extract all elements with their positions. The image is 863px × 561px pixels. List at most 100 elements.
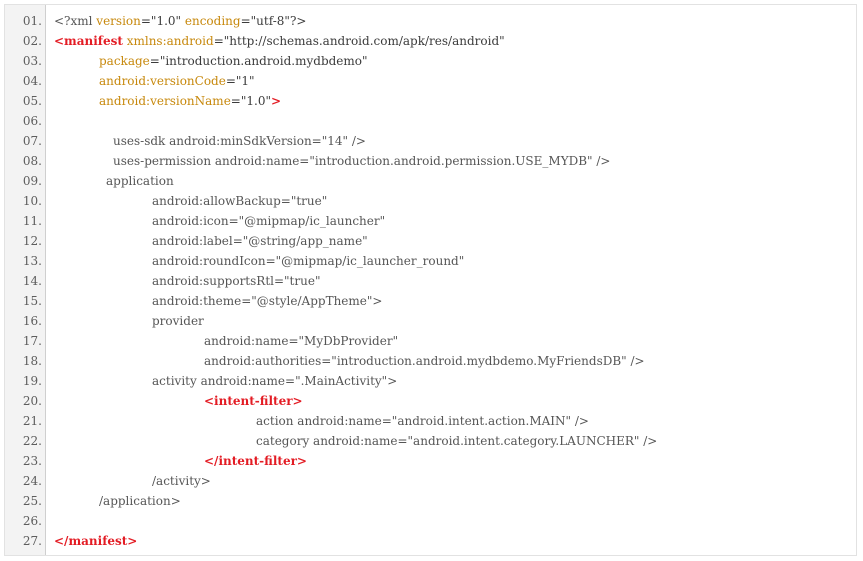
- code-line: 04. android:versionCode="1": [5, 71, 856, 91]
- code-token: uses-permission android:name="introducti…: [113, 154, 611, 168]
- line-number: 14.: [22, 274, 42, 288]
- xml-attribute-token: encoding: [184, 14, 241, 28]
- line-number: 06.: [22, 114, 42, 128]
- code-line: 08. uses-permission android:name="introdu…: [5, 151, 856, 171]
- line-number: 16.: [22, 314, 42, 328]
- line-number: 08.: [22, 154, 42, 168]
- xml-attribute-token: xmlns:android: [122, 34, 214, 48]
- code-line: 11. android:icon="@mipmap/ic_launcher": [5, 211, 856, 231]
- line-number: 05.: [22, 94, 42, 108]
- code-token: android:theme="@style/AppTheme">: [152, 294, 383, 308]
- code-text: </intent-filter>: [204, 451, 307, 471]
- code-line: 10. android:allowBackup="true": [5, 191, 856, 211]
- line-number: 11.: [22, 214, 42, 228]
- line-number: 12.: [22, 234, 42, 248]
- code-text: uses-permission android:name="introducti…: [113, 151, 610, 171]
- code-line: 18. android:authorities="introduction.and…: [5, 351, 856, 371]
- code-token: ="1": [225, 74, 255, 88]
- code-line: 19.activity android:name=".MainActivity"…: [5, 371, 856, 391]
- code-token: activity android:name=".MainActivity">: [152, 374, 398, 388]
- code-line: 06.: [5, 111, 856, 131]
- code-line: 12. android:label="@string/app_name": [5, 231, 856, 251]
- line-number: 03.: [22, 54, 42, 68]
- line-number: 07.: [22, 134, 42, 148]
- code-token: android:name="MyDbProvider": [204, 334, 399, 348]
- line-number-gutter: [5, 5, 46, 555]
- code-line: 13. android:roundIcon="@mipmap/ic_launche…: [5, 251, 856, 271]
- line-number: 10.: [22, 194, 42, 208]
- code-text: category android:name="android.intent.ca…: [256, 431, 657, 451]
- line-number: 17.: [22, 334, 42, 348]
- code-text: /activity>: [152, 471, 211, 491]
- code-line: 03. package="introduction.android.mydbdem…: [5, 51, 856, 71]
- code-line: 17. android:name="MyDbProvider": [5, 331, 856, 351]
- code-text: android:allowBackup="true": [152, 191, 327, 211]
- xml-tag-token: <manifest: [54, 34, 123, 48]
- code-text: android:icon="@mipmap/ic_launcher": [152, 211, 385, 231]
- code-token: <?xml: [54, 14, 97, 28]
- code-text: android:versionCode="1": [99, 71, 255, 91]
- xml-tag-token: </manifest>: [54, 534, 138, 548]
- code-token: android:roundIcon="@mipmap/ic_launcher_r…: [152, 254, 465, 268]
- code-block: 01.<?xml version="1.0" encoding="utf-8"?…: [4, 4, 857, 556]
- line-number: 01.: [22, 14, 42, 28]
- line-number: 04.: [22, 74, 42, 88]
- code-token: android:label="@string/app_name": [152, 234, 368, 248]
- code-line: 26.: [5, 511, 856, 531]
- code-text: android:name="MyDbProvider": [204, 331, 398, 351]
- code-text: android:versionName="1.0">: [99, 91, 281, 111]
- code-line: 22. category android:name="android.intent…: [5, 431, 856, 451]
- line-number: 18.: [22, 354, 42, 368]
- line-number: 27.: [22, 534, 42, 548]
- code-text: /application>: [99, 491, 181, 511]
- code-text: android:authorities="introduction.androi…: [204, 351, 645, 371]
- code-token: android:allowBackup="true": [152, 194, 328, 208]
- code-text: <manifest xmlns:android="http://schemas.…: [54, 31, 505, 51]
- line-number: 13.: [22, 254, 42, 268]
- code-token: android:supportsRtl="true": [152, 274, 321, 288]
- xml-tag-token: >: [270, 94, 282, 108]
- xml-attribute-token: version: [96, 14, 141, 28]
- code-line: 16.provider: [5, 311, 856, 331]
- code-token: android:authorities="introduction.androi…: [204, 354, 645, 368]
- line-number: 21.: [22, 414, 42, 428]
- code-text: </manifest>: [54, 531, 137, 551]
- code-text: android:label="@string/app_name": [152, 231, 368, 251]
- code-token: /application>: [99, 494, 181, 508]
- code-line: 20. <intent-filter>: [5, 391, 856, 411]
- line-number: 23.: [22, 454, 42, 468]
- code-line: 21. action android:name="android.intent.a…: [5, 411, 856, 431]
- code-token: category android:name="android.intent.ca…: [256, 434, 658, 448]
- code-text: action android:name="android.intent.acti…: [256, 411, 589, 431]
- code-text: android:roundIcon="@mipmap/ic_launcher_r…: [152, 251, 464, 271]
- code-line: 23. </intent-filter>: [5, 451, 856, 471]
- code-token: action android:name="android.intent.acti…: [256, 414, 589, 428]
- code-token: /activity>: [152, 474, 211, 488]
- code-line: 25. /application>: [5, 491, 856, 511]
- line-number: 26.: [22, 514, 42, 528]
- line-number: 02.: [22, 34, 42, 48]
- code-line: 09. application: [5, 171, 856, 191]
- xml-attribute-token: package: [99, 54, 150, 68]
- code-line: 07. uses-sdk android:minSdkVersion="14" /…: [5, 131, 856, 151]
- code-text: activity android:name=".MainActivity">: [152, 371, 397, 391]
- line-number: 22.: [22, 434, 42, 448]
- line-number: 09.: [22, 174, 42, 188]
- line-number: 24.: [22, 474, 42, 488]
- code-text: <intent-filter>: [204, 391, 303, 411]
- code-text: application: [106, 171, 174, 191]
- xml-tag-token: </intent-filter>: [204, 454, 307, 468]
- code-token: ="http://schemas.android.com/apk/res/and…: [213, 34, 505, 48]
- code-token: ="1.0": [230, 94, 271, 108]
- line-number: 25.: [22, 494, 42, 508]
- code-line: 14. android:supportsRtl="true": [5, 271, 856, 291]
- code-text: android:theme="@style/AppTheme">: [152, 291, 382, 311]
- code-line: 05. android:versionName="1.0">: [5, 91, 856, 111]
- code-token: ="1.0": [140, 14, 185, 28]
- code-text: package="introduction.android.mydbdemo": [99, 51, 368, 71]
- code-text: uses-sdk android:minSdkVersion="14" />: [113, 131, 366, 151]
- line-number: 20.: [22, 394, 42, 408]
- code-token: uses-sdk android:minSdkVersion="14" />: [113, 134, 366, 148]
- xml-tag-token: <intent-filter>: [204, 394, 303, 408]
- code-token: ="introduction.android.mydbdemo": [149, 54, 368, 68]
